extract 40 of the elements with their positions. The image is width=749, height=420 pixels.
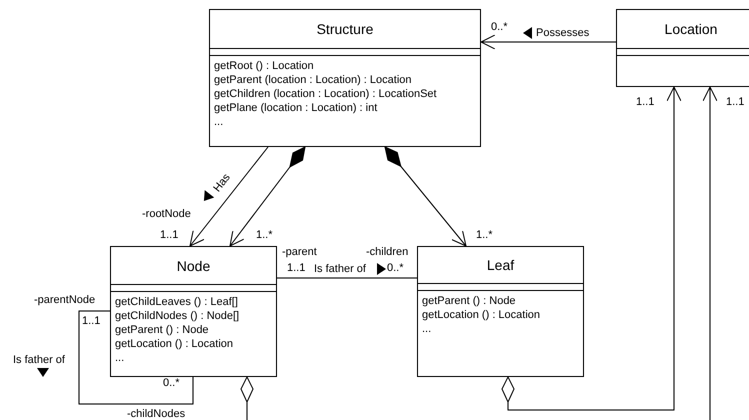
method-text: ... (422, 322, 432, 336)
multiplicity-label: 1..* (476, 229, 493, 241)
multiplicity-label: -childNodes (127, 408, 186, 420)
method-text: getChildLeaves () : Leaf[] (115, 295, 238, 309)
method-text: getChildren (location : Location) : LocationSet (214, 87, 437, 101)
method-text: getParent (location : Location) : Location (214, 73, 412, 87)
class-box (616, 9, 749, 87)
method-text: ... (214, 115, 224, 129)
multiplicity-label: -children (366, 246, 408, 258)
method-text: getParent () : Node (115, 323, 209, 337)
multiplicity-label: 1..1 (82, 315, 100, 327)
class-name: Node (176, 258, 210, 274)
class-name: Structure (316, 21, 374, 37)
method-text: getLocation () : Location (422, 308, 540, 322)
multiplicity-label: 0..* (491, 21, 508, 33)
multiplicity-label: 1..1 (287, 262, 306, 274)
multiplicity-label: 1..1 (726, 96, 744, 108)
multiplicity-label: -parentNode (34, 294, 96, 306)
method-text: getRoot () : Location (214, 59, 314, 73)
method-text: getPlane (location : Location) : int (214, 101, 378, 115)
class-name: Location (664, 21, 718, 37)
edge-label: Is father of (314, 263, 366, 275)
method-text: getParent () : Node (422, 294, 516, 308)
method-text: ... (115, 351, 124, 365)
class-box (417, 246, 584, 377)
multiplicity-label: 1..* (256, 229, 273, 241)
method-text: getLocation () : Location (115, 337, 234, 351)
multiplicity-label: 0..* (387, 262, 404, 274)
multiplicity-label: -rootNode (142, 208, 191, 220)
multiplicity-label: 1..1 (636, 96, 654, 108)
edge-label: Has (211, 172, 233, 194)
edge-label: Is father of (13, 354, 65, 366)
class-name: Leaf (486, 257, 514, 273)
edge-label: Possesses (536, 27, 590, 39)
method-text: getChildNodes () : Node[] (115, 309, 240, 323)
multiplicity-label: 0..* (163, 377, 180, 389)
class-box (209, 9, 481, 147)
class-box (110, 246, 277, 377)
multiplicity-label: -parent (282, 246, 317, 258)
multiplicity-label: 1..1 (160, 229, 178, 241)
